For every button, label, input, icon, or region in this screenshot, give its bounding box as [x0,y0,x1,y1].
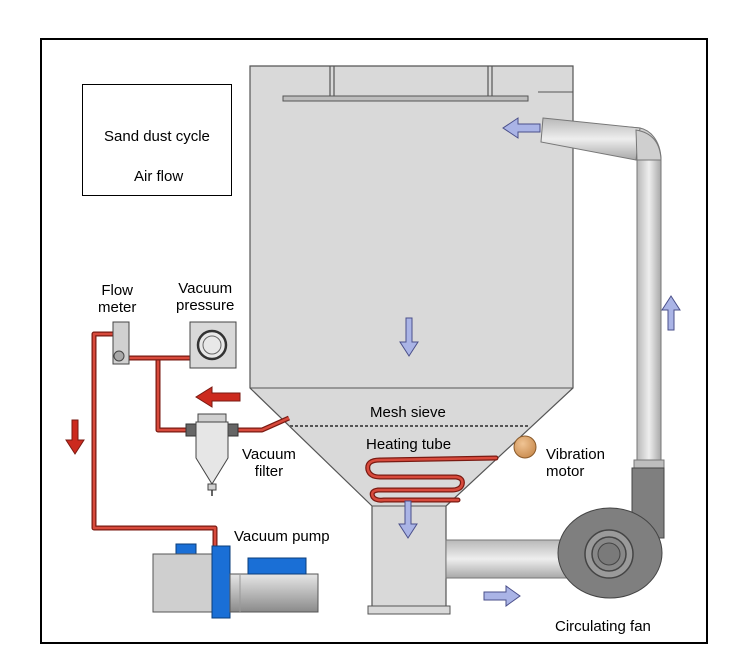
flow-meter-label: Flow meter [98,282,137,316]
heating-tube-label: Heating tube [366,436,452,453]
vacuum-filter-label: Vacuum filter [242,446,296,480]
sand-arrow-down-hopper [399,317,419,357]
circulating-fan [557,467,665,599]
legend-air-label: Air flow [134,168,184,185]
legend-box [82,84,232,196]
sand-arrow-right-duct [483,585,521,607]
vacuum-lines [91,331,291,550]
vacuum-pump-label: Vacuum pump [234,528,330,545]
vibration-motor [513,435,537,459]
air-arrow-left [195,386,241,408]
legend-sand-label: Sand dust cycle [104,128,210,145]
fan-inlet-duct [445,539,577,579]
sand-arrow-up-pipe [661,295,681,331]
air-arrow-down [65,419,85,455]
heating-tube [365,455,499,503]
vacuum-pressure-gauge [189,321,237,369]
vacuum-filter [185,413,239,496]
mesh-sieve-label: Mesh sieve [370,404,446,421]
return-pipe [540,117,665,471]
sand-arrow-down-outlet [398,500,418,539]
vacuum-pressure-label: Vacuum pressure [176,280,235,314]
flow-meter [112,321,130,365]
sand-arrow-left-inlet [502,117,541,139]
circulating-fan-label: Circulating fan [555,618,651,635]
vibration-motor-label: Vibration motor [546,446,605,480]
vacuum-pump [152,543,319,619]
